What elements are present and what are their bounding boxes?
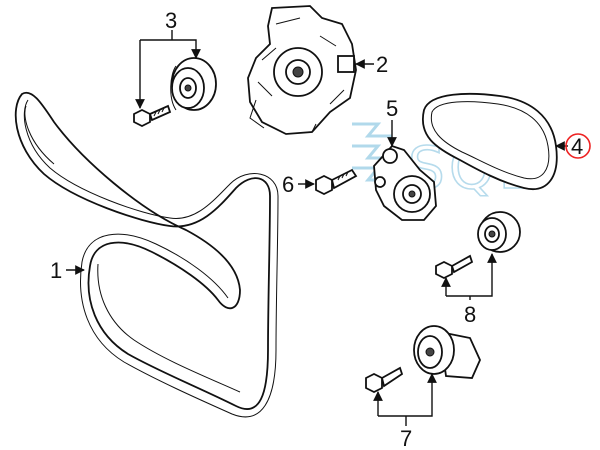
part-8-bolt bbox=[435, 254, 474, 280]
callout-3: 3 bbox=[165, 8, 177, 33]
part-2-tensioner-housing bbox=[247, 5, 357, 135]
part-3-bolt bbox=[133, 104, 172, 128]
part-3-idler-pulley bbox=[170, 57, 217, 111]
callout-6: 6 bbox=[282, 172, 294, 197]
leader-lines bbox=[66, 30, 568, 426]
part-7-bolt bbox=[365, 366, 404, 394]
callout-4: 4 bbox=[571, 134, 583, 159]
part-5-tensioner-assembly bbox=[373, 144, 437, 221]
part-6-bolt bbox=[315, 168, 358, 196]
part-1-serpentine-belt bbox=[14, 91, 279, 418]
part-4-accessory-belt bbox=[421, 92, 558, 191]
callout-4-highlight-ring bbox=[565, 133, 591, 159]
callout-1: 1 bbox=[50, 258, 62, 283]
callout-7: 7 bbox=[400, 426, 412, 450]
callout-5: 5 bbox=[386, 96, 398, 121]
part-8-pulley bbox=[477, 211, 521, 253]
callout-2: 2 bbox=[376, 52, 388, 77]
part-7-tensioner-pulley bbox=[413, 325, 481, 379]
callout-8: 8 bbox=[464, 302, 476, 327]
